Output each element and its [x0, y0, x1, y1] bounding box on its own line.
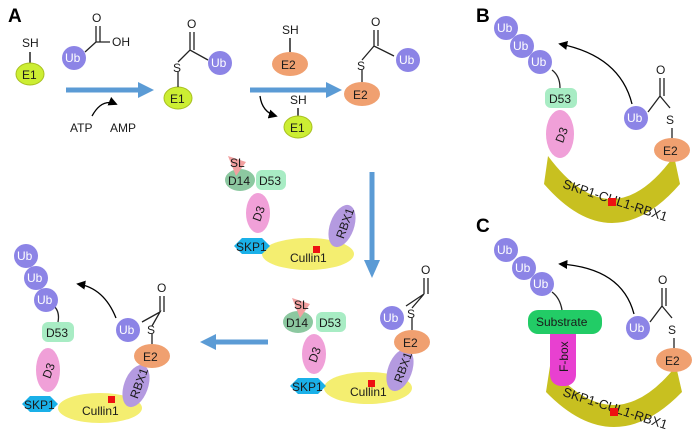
e1-release-arrow — [259, 95, 278, 119]
d53-polyubiquitination: Cullin1 RBX1 E2 S O Ub SKP1 D3 D53 Ub Ub… — [14, 244, 170, 423]
ub-cooh: Ub O OH — [62, 11, 130, 70]
oh-label: OH — [112, 35, 130, 49]
sl-label: SL — [230, 156, 245, 170]
ub-label: Ub — [17, 249, 33, 263]
s-label: S — [173, 61, 181, 75]
e1-oval — [15, 62, 45, 86]
skp1-label: SKP1 — [24, 398, 55, 412]
neddylation-marker — [313, 246, 320, 253]
atp-label: ATP — [70, 121, 92, 135]
ub-label: Ub — [119, 323, 135, 337]
s-label: S — [668, 323, 676, 337]
ub-circle — [62, 46, 86, 70]
e1-label: E1 — [170, 92, 185, 106]
fbox-label: F-box — [557, 341, 571, 372]
ub-label: Ub — [211, 56, 227, 70]
e2-label: E2 — [143, 350, 158, 364]
panel-b-scheme: SKP1-CUL1-RBX1 D3 D53 Ub Ub Ub Ub O S E2 — [494, 16, 690, 224]
e2-label: E2 — [281, 58, 296, 72]
e1-label: E1 — [22, 68, 37, 82]
cullin1-label: Cullin1 — [350, 385, 387, 399]
d53-label: D53 — [549, 92, 571, 106]
sh-label: SH — [290, 93, 307, 107]
d14-label: D14 — [286, 316, 308, 330]
d53-label: D53 — [259, 174, 281, 188]
panel-label-c: C — [476, 216, 490, 237]
s-label: S — [147, 323, 155, 337]
cullin1-label: Cullin1 — [82, 404, 119, 418]
e2-label: E2 — [663, 144, 678, 158]
e1-released: SH E1 — [283, 93, 313, 139]
ub-label: Ub — [65, 51, 81, 65]
d3-label: D3 — [40, 361, 59, 381]
ub-label: Ub — [629, 321, 645, 335]
o-label: O — [371, 15, 380, 29]
arrow-step4 — [200, 334, 268, 350]
ub-label: Ub — [37, 293, 53, 307]
o-label: O — [658, 273, 667, 287]
e2-free: SH E2 — [272, 23, 308, 76]
o-label: O — [421, 263, 430, 277]
substrate-label: Substrate — [536, 315, 588, 329]
cullin1-label: Cullin1 — [290, 251, 327, 265]
skp1-label: SKP1 — [236, 240, 267, 254]
s-label: S — [407, 307, 415, 321]
e2-label: E2 — [403, 336, 418, 350]
atp-amp-arrow — [91, 96, 118, 117]
sh-label: SH — [22, 36, 39, 50]
panel-label-a: A — [8, 6, 22, 27]
e1-free: SH E1 — [15, 36, 45, 86]
ub-label: Ub — [497, 21, 513, 35]
s-label: S — [357, 59, 365, 73]
e1-label: E1 — [290, 121, 305, 135]
o-label: O — [157, 281, 166, 295]
d3-label: D3 — [553, 125, 572, 145]
d3-label: D3 — [250, 204, 269, 224]
e2-label: E2 — [353, 88, 368, 102]
e2-ub-thioester: E2 S O Ub — [344, 15, 420, 106]
e2-label: E2 — [665, 354, 680, 368]
s-label: S — [666, 113, 674, 127]
d14-label: D14 — [228, 174, 250, 188]
amp-label: AMP — [110, 121, 136, 135]
cullin1-shape — [262, 238, 354, 270]
o-label: O — [187, 17, 196, 31]
o-label: O — [656, 63, 665, 77]
ub-label: Ub — [515, 261, 531, 275]
scf-e2-loaded-complex: Cullin1 RBX1 E2 S O Ub SKP1 D3 D14 SL D5… — [283, 263, 430, 404]
panel-label-b: B — [476, 6, 490, 27]
scf-d14-d53-complex: Cullin1 RBX1 SKP1 D3 D14 SL D53 — [225, 156, 357, 270]
e1-ub-thioester: E1 S O Ub — [163, 17, 232, 110]
ub-label: Ub — [383, 311, 399, 325]
ub-label: Ub — [627, 111, 643, 125]
arrow-step2 — [250, 82, 342, 98]
ub-label: Ub — [513, 39, 529, 53]
ub-label: Ub — [399, 53, 415, 67]
o-label: O — [92, 11, 101, 25]
panel-c-scheme: SKP1-CUL1-RBX1 F-box Substrate Ub Ub Ub … — [494, 238, 692, 432]
d3-label: D3 — [306, 345, 325, 365]
arrow-step3 — [364, 172, 380, 278]
d53-label: D53 — [319, 316, 341, 330]
skp1-label: SKP1 — [292, 380, 323, 394]
d53-label: D53 — [46, 326, 68, 340]
sl-label: SL — [294, 298, 309, 312]
ub-label: Ub — [27, 271, 43, 285]
sh-label: SH — [282, 23, 299, 37]
arrow-step1 — [66, 82, 154, 98]
scf-arc — [544, 156, 680, 223]
ub-label: Ub — [497, 243, 513, 257]
ub-label: Ub — [533, 277, 549, 291]
ub-label: Ub — [531, 55, 547, 69]
